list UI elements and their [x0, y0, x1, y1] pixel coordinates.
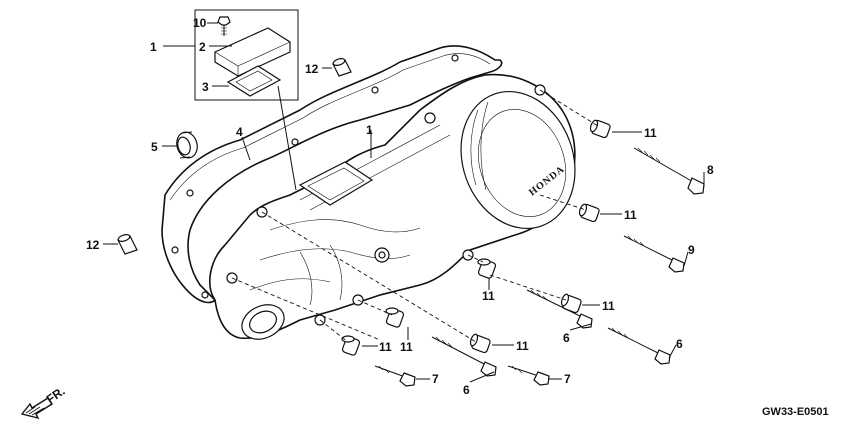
- inspection-cover-gasket: [226, 65, 282, 97]
- callout-11-d: 11: [602, 299, 615, 313]
- callout-2: 2: [199, 40, 206, 54]
- collar-11-e: [385, 307, 405, 328]
- collar-11-c: [477, 258, 497, 279]
- bolt-6-a: [526, 289, 593, 329]
- callout-11-a: 11: [644, 126, 657, 140]
- left-crankcase-cover: [209, 73, 576, 340]
- figure-code: GW33-E0501: [762, 406, 829, 418]
- alignment-lines: [231, 89, 599, 343]
- dowel-pin-lower: [117, 233, 138, 255]
- callout-11-g: 11: [516, 339, 529, 353]
- callout-11-c: 11: [482, 289, 495, 303]
- callout-labels: 10 1 2 3 12 4 1 5 12 11 8 11 9 11 11 6 6…: [86, 16, 714, 397]
- bolt-8: [633, 147, 705, 195]
- bolt-10: [217, 16, 231, 36]
- collar-11-f: [341, 335, 361, 356]
- collar-11-g: [469, 333, 491, 354]
- inspection-cover-group-bracket: [163, 9, 299, 101]
- cover-gasket: [161, 45, 503, 304]
- leader-lines: [103, 22, 705, 383]
- callout-3: 3: [202, 80, 209, 94]
- callout-6-c: 6: [463, 383, 470, 397]
- callout-11-e: 11: [400, 340, 413, 354]
- callout-1-group: 1: [150, 40, 157, 54]
- bolt-7-a: [374, 365, 416, 387]
- oil-seal: [176, 131, 198, 159]
- callout-1-cover: 1: [366, 123, 373, 137]
- callout-6-b: 6: [676, 337, 683, 351]
- callout-4: 4: [236, 125, 243, 139]
- callout-12-upper: 12: [305, 62, 319, 76]
- callout-7-b: 7: [564, 372, 571, 386]
- callout-12-lower: 12: [86, 238, 100, 252]
- callout-11-f: 11: [379, 340, 392, 354]
- dowel-pin-upper: [332, 57, 352, 77]
- collar-11-d: [560, 293, 582, 314]
- callout-7-a: 7: [432, 372, 439, 386]
- bolt-6-b: [607, 327, 671, 365]
- front-direction-arrow: [20, 397, 53, 420]
- callout-6-a: 6: [563, 331, 570, 345]
- callout-5: 5: [151, 140, 158, 154]
- bolt-9: [623, 235, 685, 273]
- bolt-7-b: [507, 365, 550, 386]
- leader-inspection: [277, 85, 297, 191]
- inspection-cover: [214, 27, 291, 77]
- collar-11-a: [589, 119, 611, 139]
- callout-8: 8: [707, 163, 714, 177]
- callout-10: 10: [193, 16, 207, 30]
- collar-11-b: [578, 203, 600, 223]
- callout-11-b: 11: [624, 208, 637, 222]
- callout-9: 9: [688, 243, 695, 257]
